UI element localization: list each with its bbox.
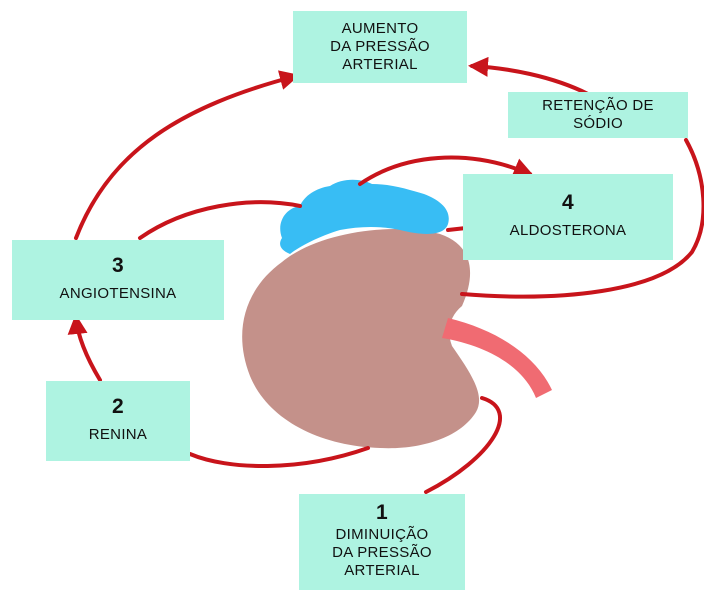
diminuicao-line-2: DA PRESSÃO — [332, 544, 432, 562]
retencao-line-1: RETENÇÃO DE — [542, 97, 654, 115]
diminuicao-line-3: ARTERIAL — [344, 562, 419, 580]
step-number-4: 4 — [562, 194, 574, 212]
aumento-line-1: AUMENTO — [342, 20, 419, 38]
retencao-line-2: SÓDIO — [573, 115, 623, 133]
aumento-line-2: DA PRESSÃO — [330, 38, 430, 56]
box-diminuicao-pressao: 1 DIMINUIÇÃO DA PRESSÃO ARTERIAL — [299, 494, 465, 590]
step-number-2: 2 — [112, 398, 124, 416]
angiotensina-label: ANGIOTENSINA — [60, 285, 177, 303]
arrow-retencao-to-aumento — [472, 66, 588, 94]
kidney-shape — [242, 229, 479, 448]
arrow-angiotensina-to-adrenal — [140, 202, 300, 238]
renina-label: RENINA — [89, 426, 147, 444]
arrow-renina-to-angiotensina — [76, 318, 100, 380]
box-renina: 2 RENINA — [46, 381, 190, 461]
aumento-line-3: ARTERIAL — [342, 56, 417, 74]
box-angiotensina: 3 ANGIOTENSINA — [12, 240, 224, 320]
box-aumento-pressao: AUMENTO DA PRESSÃO ARTERIAL — [293, 11, 467, 83]
box-retencao-sodio: RETENÇÃO DE SÓDIO — [508, 92, 688, 138]
diminuicao-line-1: DIMINUIÇÃO — [336, 526, 429, 544]
aldosterona-label: ALDOSTERONA — [510, 222, 627, 240]
arrow-kidney-to-renina — [190, 448, 368, 466]
box-aldosterona: 4 ALDOSTERONA — [463, 174, 673, 260]
step-number-1: 1 — [376, 504, 388, 522]
step-number-3: 3 — [112, 257, 124, 275]
